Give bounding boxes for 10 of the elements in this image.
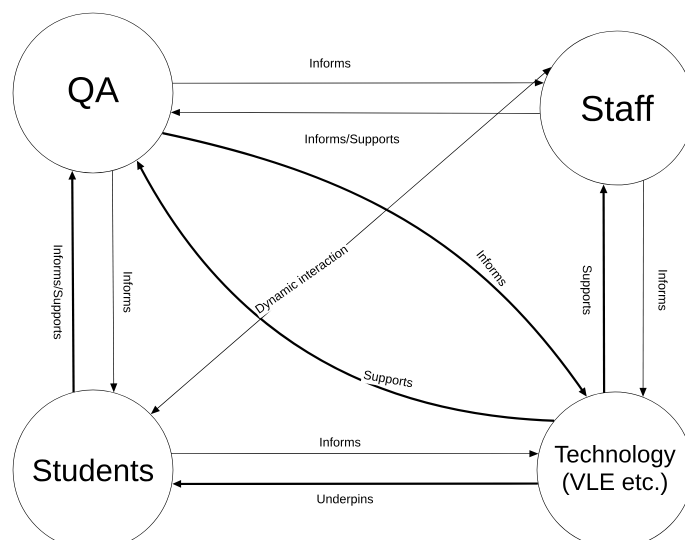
edge-label: Informs bbox=[308, 56, 352, 70]
edge-label: Informs/Supports bbox=[302, 132, 402, 148]
edge-label: Supports bbox=[578, 263, 594, 316]
edge-label: Informs/Supports bbox=[50, 242, 64, 342]
edge-label: Informs bbox=[318, 436, 362, 448]
edge-label: Informs bbox=[122, 270, 134, 314]
circle-node: QA bbox=[12, 12, 174, 174]
edge-label: Underpins bbox=[315, 492, 375, 508]
edge-label: Informs bbox=[656, 268, 670, 312]
edge-label: Supports bbox=[360, 368, 416, 392]
